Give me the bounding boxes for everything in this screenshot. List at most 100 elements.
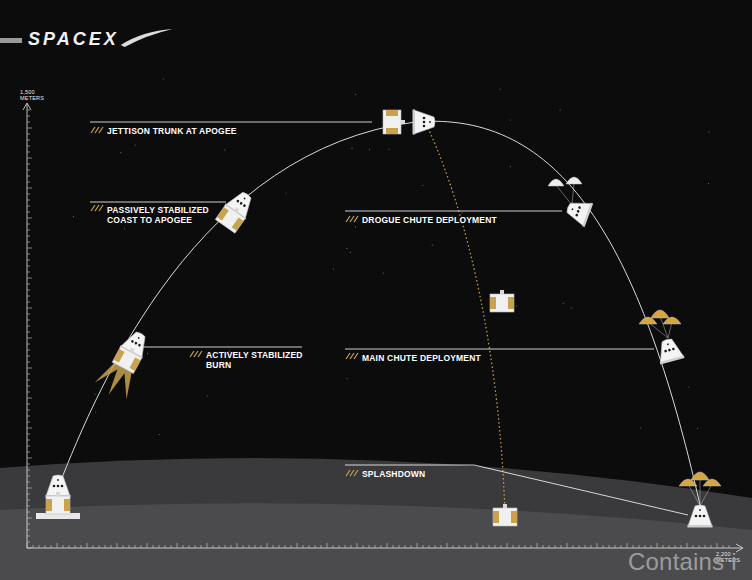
axis-tick [27,182,30,183]
axis-tick [27,362,30,363]
axis-tick [531,545,532,548]
axis-tick [105,545,106,548]
axis-tick [297,543,298,548]
axis-tick [27,350,30,351]
axis-tick [27,236,30,237]
axis-tick [27,194,30,195]
axis-tick [627,543,628,548]
star [708,183,709,184]
axes [23,103,743,552]
capsule-main [655,336,685,364]
step-label: DROGUE CHUTE DEPLOYMENT [362,215,497,225]
axis-tick [27,278,32,279]
star [163,78,164,79]
axis-tick [27,218,32,219]
star [688,386,689,387]
axis-tick [579,545,580,548]
axis-tick [471,545,472,548]
axis-tick [357,543,358,548]
axis-tick [159,545,160,548]
axis-tick [351,545,352,548]
axis-tick [27,416,30,417]
axis-tick [27,326,30,327]
axis-tick [27,482,30,483]
axis-tick [237,543,238,548]
axis-tick [27,212,30,213]
axis-tick [345,545,346,548]
axis-tick [459,545,460,548]
axis-tick [585,545,586,548]
axis-tick [99,545,100,548]
axis-tick [27,314,30,315]
axis-tick [69,545,70,548]
axis-tick [567,543,568,548]
axis-tick [27,200,30,201]
star [708,131,709,132]
trunk-falling [490,290,514,312]
axis-tick [147,543,148,548]
star [516,305,517,306]
axis-tick [507,543,508,548]
capsule-coast [215,187,258,233]
axis-tick [225,545,226,548]
axis-tick [249,545,250,548]
axis-tick [303,545,304,548]
axis-tick [27,230,30,231]
axis-tick [321,545,322,548]
axis-tick [183,545,184,548]
axis-tick [27,116,30,117]
star [388,149,389,150]
axis-tick [27,524,30,525]
axis-tick [261,545,262,548]
star [563,303,564,304]
axis-tick [117,543,118,548]
axis-tick [27,308,32,309]
axis-tick [411,545,412,548]
axis-tick [177,543,178,548]
star [640,427,641,428]
axis-tick [51,545,52,548]
star [94,393,95,394]
drogue-chutes [548,177,582,205]
sea [0,503,752,580]
axis-tick [27,422,30,423]
axis-tick [465,545,466,548]
star [73,216,74,217]
axis-tick [441,545,442,548]
axis-tick [705,545,706,548]
axis-tick [27,284,30,285]
axis-tick [111,545,112,548]
axis-tick [393,545,394,548]
axis-tick [195,545,196,548]
axis-tick [219,545,220,548]
axis-tick [27,164,30,165]
axis-tick [165,545,166,548]
axis-tick [651,545,652,548]
axis-tick [633,545,634,548]
logo-swoosh [121,29,173,47]
axis-tick [201,545,202,548]
star [147,353,148,354]
axis-tick [27,500,30,501]
axis-tick [519,545,520,548]
axis-tick [663,545,664,548]
axis-tick [555,545,556,548]
step-label: SPLASHDOWN [362,469,425,479]
axis-tick [27,128,32,129]
axis-tick [429,545,430,548]
main-chutes [639,310,681,338]
axis-tick [369,545,370,548]
axis-tick [81,545,82,548]
axis-tick [417,543,418,548]
star [135,145,136,146]
step-label: PASSIVELY STABILIZED COAST TO APOGEE [107,205,217,225]
axis-tick [27,332,30,333]
axis-tick [93,545,94,548]
star [333,269,334,270]
axis-tick [447,543,448,548]
axis-tick [489,545,490,548]
axis-tick [45,545,46,548]
axis-tick [27,368,32,369]
star [124,228,125,229]
